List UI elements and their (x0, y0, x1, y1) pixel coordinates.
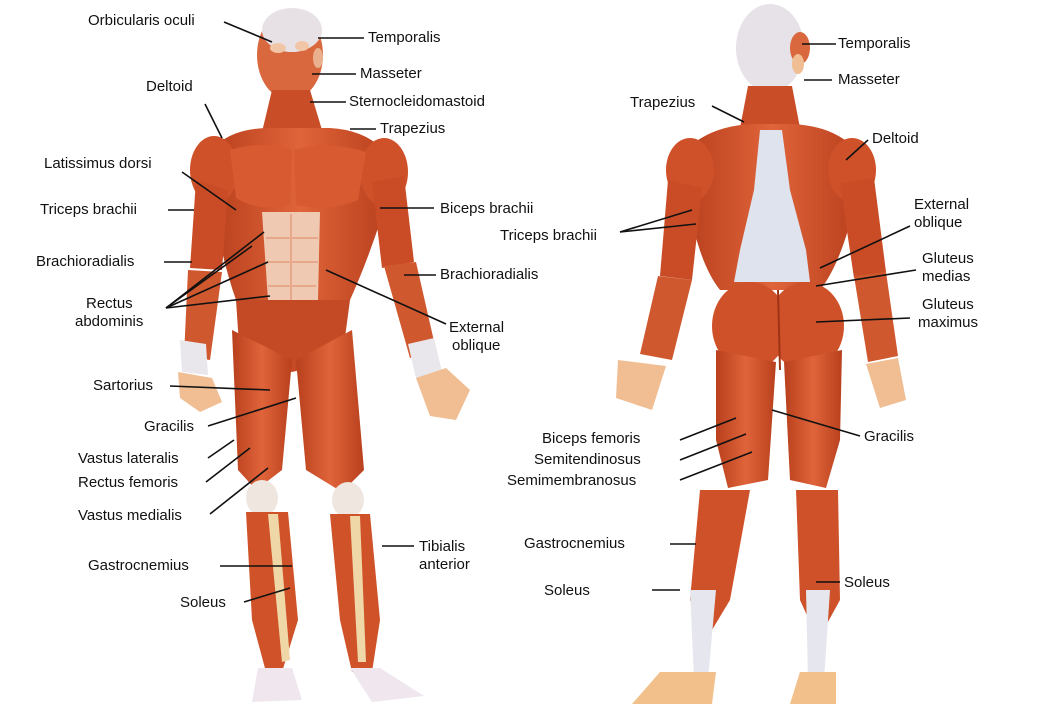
label-temporalis-front: Temporalis (368, 29, 441, 47)
label-orbicularis-oculi: Orbicularis oculi (88, 12, 195, 30)
back-right-achilles (806, 590, 830, 680)
label-vastus-lateralis: Vastus lateralis (78, 450, 179, 468)
front-left-hand (178, 372, 222, 412)
back-left-thigh (716, 350, 776, 488)
label-rectus-abdominis-1: Rectus (86, 295, 133, 313)
back-neck (740, 86, 800, 128)
label-triceps-brachii-front: Triceps brachii (40, 201, 137, 219)
front-left-pectoral (230, 145, 292, 207)
label-vastus-medialis: Vastus medialis (78, 507, 182, 525)
label-tibialis-anterior-2: anterior (419, 556, 470, 574)
front-skull-cap (262, 8, 322, 52)
back-right-upper-arm (840, 178, 886, 278)
label-gluteus-maximus-1: Gluteus (922, 296, 974, 314)
label-sternocleidomastoid: Sternocleidomastoid (349, 93, 485, 111)
label-sartorius: Sartorius (93, 377, 153, 395)
front-left-wrist (180, 340, 208, 375)
front-left-eye (270, 43, 286, 53)
label-temporalis-back: Temporalis (838, 35, 911, 53)
front-left-upper-arm (190, 180, 228, 270)
label-semitendinosus: Semitendinosus (534, 451, 641, 469)
back-left-hand (616, 360, 666, 410)
label-gastrocnemius-front: Gastrocnemius (88, 557, 189, 575)
back-right-thigh (784, 350, 842, 488)
front-right-eye (295, 41, 309, 51)
label-deltoid-back: Deltoid (872, 130, 919, 148)
back-ear (792, 54, 804, 74)
label-soleus-back-right: Soleus (844, 574, 890, 592)
back-left-achilles (690, 590, 716, 680)
label-gracilis-front: Gracilis (144, 418, 194, 436)
label-soleus-back-left: Soleus (544, 582, 590, 600)
label-soleus-front: Soleus (180, 594, 226, 612)
back-right-forearm (854, 272, 898, 362)
front-right-upper-arm (372, 176, 414, 268)
label-external-oblique-back-2: oblique (914, 214, 962, 232)
front-neck (262, 90, 322, 132)
label-semimembranosus: Semimembranosus (507, 472, 636, 490)
back-right-foot (790, 672, 836, 704)
label-latissimus-dorsi: Latissimus dorsi (44, 155, 152, 173)
label-brachioradialis-right: Brachioradialis (440, 266, 538, 284)
label-external-oblique-back-1: External (914, 196, 969, 214)
label-biceps-brachii: Biceps brachii (440, 200, 533, 218)
back-left-forearm (640, 276, 692, 360)
label-gracilis-back: Gracilis (864, 428, 914, 446)
label-masseter-back: Masseter (838, 71, 900, 89)
label-brachioradialis-left: Brachioradialis (36, 253, 134, 271)
label-rectus-femoris: Rectus femoris (78, 474, 178, 492)
back-left-upper-arm (660, 180, 702, 280)
label-external-oblique-front-2: oblique (452, 337, 500, 355)
label-gluteus-medias-1: Gluteus (922, 250, 974, 268)
label-gastrocnemius-back: Gastrocnemius (524, 535, 625, 553)
label-biceps-femoris: Biceps femoris (542, 430, 640, 448)
label-gluteus-maximus-2: maximus (918, 314, 978, 332)
label-trapezius-back: Trapezius (630, 94, 695, 112)
label-trapezius-front: Trapezius (380, 120, 445, 138)
label-gluteus-medias-2: medias (922, 268, 970, 286)
back-right-hand (866, 358, 906, 408)
front-right-knee (332, 482, 364, 518)
label-rectus-abdominis-2: abdominis (75, 313, 143, 331)
front-right-hand (416, 368, 470, 420)
label-triceps-brachii-back: Triceps brachii (500, 227, 597, 245)
front-right-foot (350, 668, 424, 702)
label-masseter-front: Masseter (360, 65, 422, 83)
label-deltoid-front: Deltoid (146, 78, 193, 96)
front-ear (313, 48, 323, 68)
front-left-knee (246, 480, 278, 516)
front-right-pectoral (294, 145, 366, 207)
back-left-foot (632, 672, 716, 704)
label-external-oblique-front-1: External (449, 319, 504, 337)
front-left-foot (252, 668, 302, 702)
label-tibialis-anterior-1: Tibialis (419, 538, 465, 556)
